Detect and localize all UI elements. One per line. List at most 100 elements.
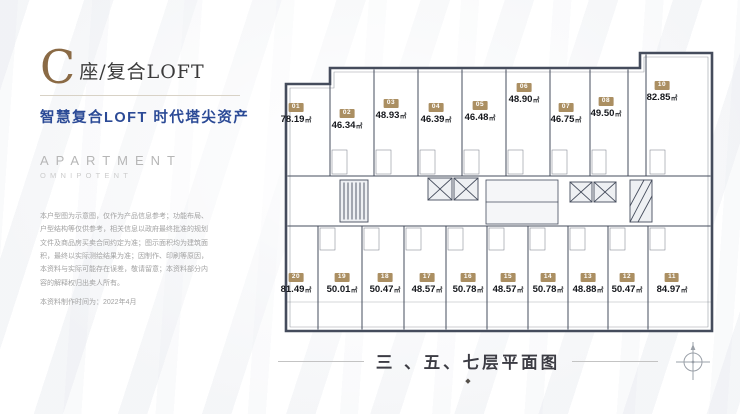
- caption-rule-right: [572, 360, 659, 362]
- unit-number-badge: 02: [339, 108, 355, 118]
- unit-number-badge: 17: [419, 272, 435, 282]
- square-meter-unit: ㎡: [444, 116, 452, 124]
- unit-label: 17 48.57㎡: [411, 266, 443, 295]
- unit-label: 15 48.57㎡: [492, 266, 524, 295]
- disclaimer-text: 本户型图为示意图，仅作为产品信息参考；功能布局、 户型结构等仅供参考，相关信息以…: [40, 210, 250, 290]
- unit-number-badge: 08: [598, 96, 614, 106]
- block-title: C 座/复合LOFT: [40, 40, 258, 94]
- square-meter-unit: ㎡: [476, 286, 484, 294]
- unit-number-badge: 15: [500, 272, 516, 282]
- unit-label: 14 50.78㎡: [532, 266, 564, 295]
- square-meter-unit: ㎡: [304, 116, 312, 124]
- unit-area: 78.19㎡: [280, 113, 312, 125]
- disclaimer-line: 容的解释权归出卖人所有。: [40, 279, 124, 287]
- unit-area: 46.75㎡: [550, 113, 582, 125]
- unit-area: 49.50㎡: [590, 107, 622, 119]
- unit-label: 02 46.34㎡: [331, 102, 363, 131]
- unit-area: 46.48㎡: [464, 111, 496, 123]
- square-meter-unit: ㎡: [614, 110, 622, 118]
- diamond-ornament-icon: ◆: [465, 378, 471, 385]
- square-meter-unit: ㎡: [393, 286, 401, 294]
- disclaimer-line: 文件及商品房买卖合同约定为准；图示面积均为建筑面: [40, 239, 208, 247]
- unit-area: 50.78㎡: [452, 283, 484, 295]
- top-unit-labels: 01 78.19㎡ 02 46.34㎡ 03 48.93㎡ 04 46.39㎡: [278, 44, 718, 340]
- unit-label: 20 81.49㎡: [280, 266, 312, 295]
- unit-number-badge: 10: [654, 80, 670, 90]
- unit-area: 50.78㎡: [532, 283, 564, 295]
- unit-number-badge: 19: [334, 272, 350, 282]
- disclaimer-line: 积，最终以实际测绘结果为准；因制作、印刷等原因，: [40, 252, 208, 260]
- unit-area: 81.49㎡: [280, 283, 312, 295]
- brand-en: APARTMENT: [40, 153, 182, 169]
- unit-number-badge: 18: [377, 272, 393, 282]
- square-meter-unit: ㎡: [516, 286, 524, 294]
- square-meter-unit: ㎡: [596, 286, 604, 294]
- unit-label: 05 46.48㎡: [464, 94, 496, 123]
- disclaimer-line: 本资料与实际可能存在误差，敬请留意；本资料部分内: [40, 266, 208, 274]
- unit-area: 46.34㎡: [331, 119, 363, 131]
- bottom-unit-labels: 20 81.49㎡ 19 50.01㎡ 18 50.47㎡ 17 48.57㎡: [278, 44, 718, 340]
- floor-plan: 01 78.19㎡ 02 46.34㎡ 03 48.93㎡ 04 46.39㎡: [278, 44, 718, 340]
- unit-number-badge: 04: [428, 102, 444, 112]
- unit-area: 50.47㎡: [611, 283, 643, 295]
- unit-label: 03 48.93㎡: [375, 92, 407, 121]
- compass-icon: [676, 342, 710, 380]
- unit-label: 18 50.47㎡: [369, 266, 401, 295]
- square-meter-unit: ㎡: [435, 286, 443, 294]
- unit-number-badge: 12: [619, 272, 635, 282]
- unit-number-badge: 03: [383, 98, 399, 108]
- unit-label: 10 82.85㎡: [646, 74, 678, 103]
- unit-number-badge: 06: [516, 82, 532, 92]
- unit-number-badge: 05: [472, 100, 488, 110]
- unit-area: 48.93㎡: [375, 109, 407, 121]
- left-panel: C 座/复合LOFT 智慧复合LOFT 时代塔尖资产 APARTMENT OMN…: [40, 40, 258, 307]
- unit-number-badge: 16: [460, 272, 476, 282]
- unit-label: 19 50.01㎡: [326, 266, 358, 295]
- disclaimer-line: 本户型图为示意图，仅作为产品信息参考；功能布局、: [40, 213, 208, 221]
- unit-label: 13 48.88㎡: [572, 266, 604, 295]
- brand-en-sub: OMNIPOTENT: [40, 171, 132, 181]
- unit-area: 46.39㎡: [420, 113, 452, 125]
- disclaimer-line: 户型结构等仅供参考，相关信息以政府最终批准的规划: [40, 226, 208, 234]
- square-meter-unit: ㎡: [355, 122, 363, 130]
- square-meter-unit: ㎡: [488, 114, 496, 122]
- square-meter-unit: ㎡: [574, 116, 582, 124]
- square-meter-unit: ㎡: [350, 286, 358, 294]
- block-title-suffix: 座/复合LOFT: [79, 61, 205, 84]
- unit-number-badge: 20: [288, 272, 304, 282]
- unit-label: 07 46.75㎡: [550, 96, 582, 125]
- unit-area: 48.88㎡: [572, 283, 604, 295]
- square-meter-unit: ㎡: [304, 286, 312, 294]
- unit-area: 48.57㎡: [411, 283, 443, 295]
- square-meter-unit: ㎡: [532, 96, 540, 104]
- unit-area: 82.85㎡: [646, 91, 678, 103]
- unit-label: 01 78.19㎡: [280, 96, 312, 125]
- tagline: 智慧复合LOFT 时代塔尖资产: [40, 110, 250, 127]
- caption-rule-left: [277, 360, 364, 362]
- square-meter-unit: ㎡: [399, 112, 407, 120]
- unit-area: 48.57㎡: [492, 283, 524, 295]
- square-meter-unit: ㎡: [680, 286, 688, 294]
- floor-caption-block: 三 、五、七层平面图 ◆: [277, 349, 659, 385]
- unit-area: 50.01㎡: [326, 283, 358, 295]
- production-date: 本资料制作时间为：2022年4月: [40, 298, 137, 306]
- unit-number-badge: 07: [558, 102, 574, 112]
- unit-label: 16 50.78㎡: [452, 266, 484, 295]
- unit-label: 12 50.47㎡: [611, 266, 643, 295]
- unit-label: 06 48.90㎡: [509, 76, 540, 104]
- title-divider: [40, 95, 240, 97]
- floor-plan-drawing: [284, 51, 714, 333]
- unit-label: 08 49.50㎡: [590, 90, 622, 119]
- block-letter: C: [40, 40, 76, 94]
- unit-number-badge: 11: [665, 272, 679, 282]
- unit-number-badge: 13: [580, 272, 596, 282]
- unit-number-badge: 14: [540, 272, 556, 282]
- unit-label: 04 46.39㎡: [420, 96, 452, 125]
- unit-area: 50.47㎡: [369, 283, 401, 295]
- square-meter-unit: ㎡: [670, 94, 678, 102]
- square-meter-unit: ㎡: [635, 286, 643, 294]
- square-meter-unit: ㎡: [556, 286, 564, 294]
- unit-label: 11 84.97㎡: [657, 266, 688, 294]
- unit-number-badge: 01: [288, 102, 304, 112]
